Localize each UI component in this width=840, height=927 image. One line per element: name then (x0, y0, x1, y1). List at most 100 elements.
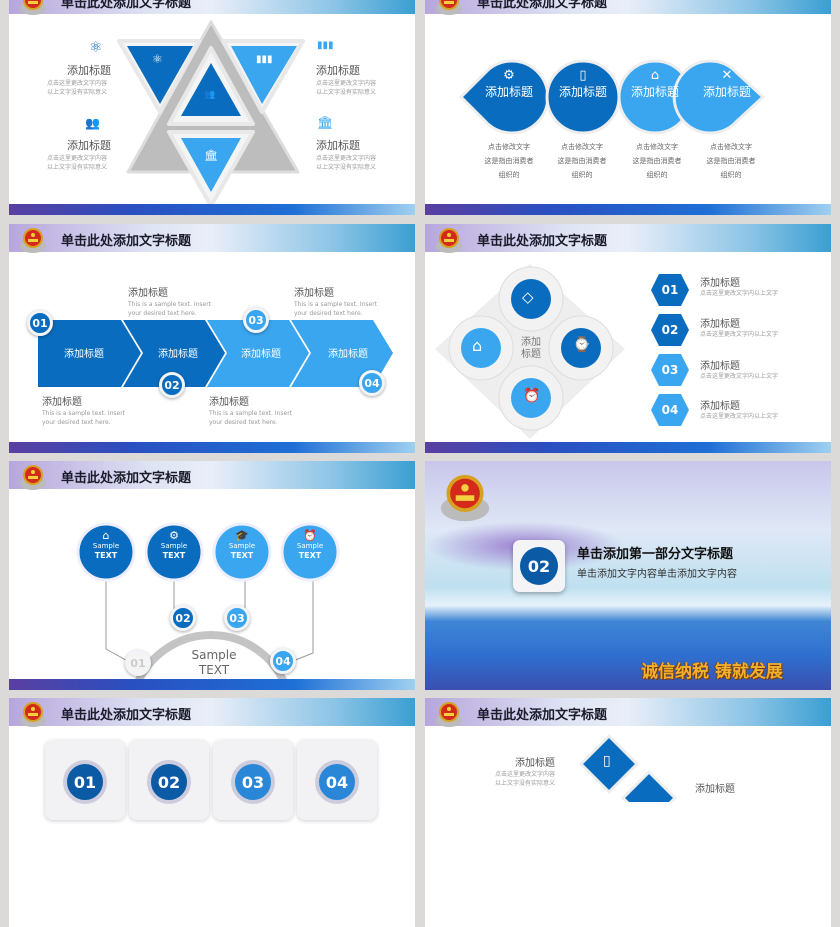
item-desc: 点击这里更改文字内以上文字 (700, 413, 779, 420)
circle-label: Sample (160, 542, 188, 550)
step-card[interactable]: ⚙添加标题 (473, 68, 545, 100)
diamond-diagram (578, 733, 678, 802)
slide-footer-band (425, 204, 831, 215)
diamond-icon: ◇ (522, 288, 534, 306)
step-number: 02 (159, 372, 185, 398)
number-card: 03 (213, 740, 293, 820)
slide-7[interactable]: 单击此处添加文字标题 01 02 03 04 (9, 698, 415, 927)
circle-label: Sample (92, 542, 120, 550)
step-label: 添加标题 (64, 349, 104, 360)
card-number: 03 (231, 760, 275, 804)
bar-chart-icon: ▮▮▮ (317, 40, 334, 51)
section-number-badge: 02 (513, 540, 565, 592)
arrows-cross-icon: ✕ (721, 68, 733, 83)
people-group-icon: 👥 (85, 116, 100, 130)
number-card: 01 (45, 740, 125, 820)
graduation-cap-icon: 🎓 (235, 529, 249, 542)
arc-number: 04 (270, 648, 296, 674)
slogan: 诚信纳税 铸就发展 (641, 662, 783, 682)
flower-diagram (435, 264, 625, 439)
slide-title: 单击此处添加文字标题 (477, 708, 608, 723)
item-title: 添加标题 (67, 139, 111, 152)
item-title: 添加标题 (67, 64, 111, 77)
card-number: 02 (147, 760, 191, 804)
item-desc: 点击这里更改文字内以上文字 (700, 290, 779, 297)
slide-title: 单击此处添加文字标题 (61, 0, 192, 11)
home-icon: ⌂ (102, 529, 110, 542)
circle-label: Sample (228, 542, 256, 550)
slide-2[interactable]: 单击此处添加文字标题 ⚙添加标题 ▯添加标题 ⌂添加标题 ✕添加标题 点击修改文… (425, 0, 831, 215)
item-desc: 点击这里更改文字内容以上文字没有实际意义 (47, 80, 108, 96)
card-number: 01 (63, 760, 107, 804)
step-number: 01 (27, 310, 53, 336)
slide-4[interactable]: 单击此处添加文字标题 ◇ ⌂ ⌚ ⏰ 添加标题 01 02 03 04 添加标题… (425, 224, 831, 453)
droplet-row (458, 59, 766, 135)
slide-footer-band (9, 442, 415, 453)
step-card[interactable]: ✕ 添加标题 (691, 68, 763, 100)
hex-number: 04 (661, 403, 679, 417)
atom-icon: ⚛ (152, 52, 163, 66)
item-title: 添加标题 (700, 361, 740, 372)
step-label: 添加标题 (158, 349, 198, 360)
slide-1[interactable]: 单击此处添加文字标题 ⚛ ▮▮▮ 👥 🏛 ⚛ 添加标题 点击这里更改文字内容以上… (9, 0, 415, 215)
alarm-clock-icon: ⏰ (523, 388, 541, 404)
slide-title: 单击此处添加文字标题 (477, 0, 608, 11)
bar-chart-icon: ▮▮▮ (256, 54, 273, 65)
section-number: 02 (520, 547, 558, 585)
circle-label-bold: TEXT (298, 551, 322, 560)
slide-3[interactable]: 单击此处添加文字标题 添加标题 添加标题 添加标题 添加标题 01 02 03 … (9, 224, 415, 453)
item-desc: 点击这里更改文字内容以上文字没有实际意义 (316, 80, 377, 96)
center-label: 添加标题 (521, 337, 541, 360)
step-desc: 点击修改文字这是指由消费者组织的 (484, 143, 534, 179)
slide-header: 单击此处添加文字标题 (425, 0, 831, 14)
item-title: 添加标题 (316, 139, 360, 152)
number-card: 04 (297, 740, 377, 820)
arc-number: 01 (125, 650, 151, 676)
item-title: 添加标题 (700, 278, 740, 289)
slide-header: 单击此处添加文字标题 (9, 698, 415, 726)
note-title: 添加标题 (42, 397, 82, 408)
number-card: 02 (129, 740, 209, 820)
arc-number: 03 (224, 605, 250, 631)
note-title: 添加标题 (209, 397, 249, 408)
slide-6-section-cover[interactable]: 02 单击添加第一部分文字标题 单击添加文字内容单击添加文字内容 诚信纳税 铸就… (425, 461, 831, 690)
gear-icon: ⚙ (169, 529, 179, 542)
hex-number: 03 (661, 363, 679, 377)
hex-number: 02 (661, 323, 679, 337)
hexagon-list (651, 274, 689, 426)
circle-label-bold: TEXT (94, 551, 118, 560)
step-title: 添加标题 (558, 85, 607, 99)
tax-emblem-logo (439, 471, 491, 527)
item-desc: 点击这里更改文字内容以上文字没有实际意义 (495, 771, 556, 787)
step-title: 添加标题 (702, 85, 751, 99)
item-desc: 点击这里更改文字内容以上文字没有实际意义 (47, 155, 108, 171)
arc-number: 02 (170, 605, 196, 631)
watch-icon: ⌚ (573, 337, 591, 353)
item-title: 添加标题 (515, 758, 555, 769)
circle-label: Sample (296, 542, 324, 550)
item-desc: 点击这里更改文字内以上文字 (700, 331, 779, 338)
tax-emblem-logo (19, 700, 47, 730)
step-card[interactable]: ⌂添加标题 (619, 68, 691, 100)
hex-number: 01 (661, 283, 679, 297)
step-card[interactable]: ▯添加标题 (547, 68, 619, 100)
slide-8[interactable]: 单击此处添加文字标题 ▯ 添加标题 点击这里更改文字内容以上文字没有实际意义 添… (425, 698, 831, 927)
home-icon: ⌂ (650, 68, 660, 83)
slide-footer-band (9, 679, 415, 690)
alarm-clock-icon: ⏰ (303, 529, 317, 542)
slide-footer-band (9, 204, 415, 215)
section-subtitle: 单击添加文字内容单击添加文字内容 (577, 569, 737, 580)
home-icon: ⌂ (472, 336, 483, 355)
step-title: 添加标题 (484, 85, 533, 99)
people-group-icon: 👥 (204, 90, 216, 100)
bank-icon: 🏛 (204, 149, 218, 162)
note-title: 添加标题 (128, 288, 168, 299)
item-desc: 点击这里更改文字内容以上文字没有实际意义 (316, 155, 377, 171)
